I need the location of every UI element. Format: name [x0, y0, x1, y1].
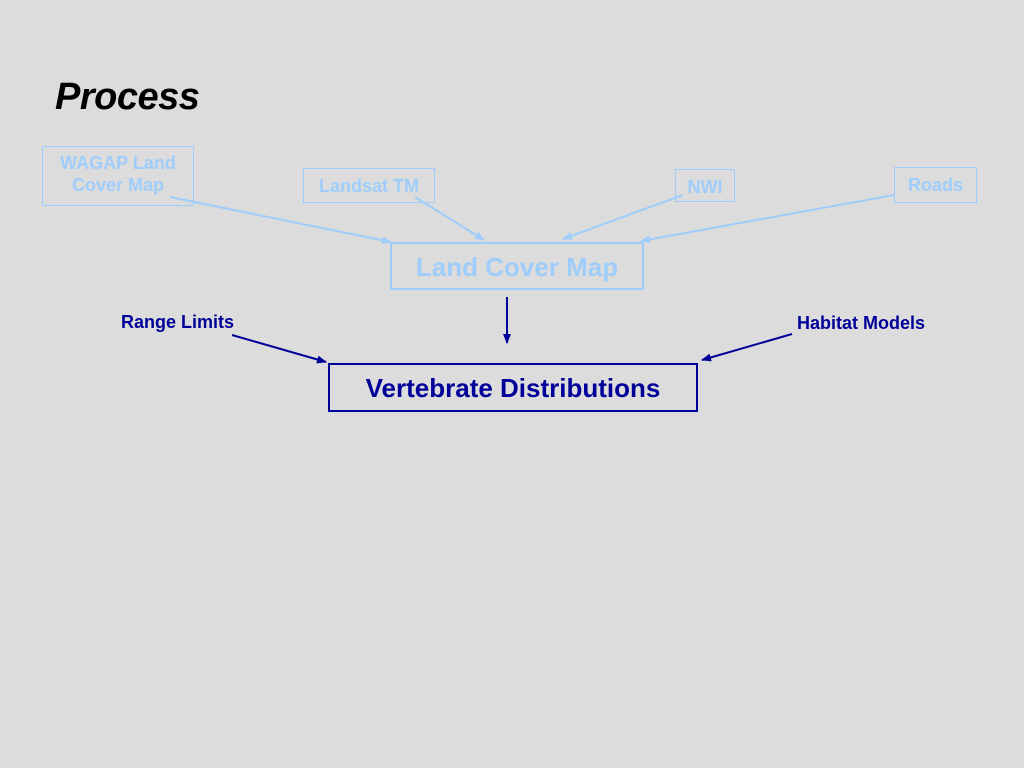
land-cover-map-box: Land Cover Map — [390, 242, 644, 290]
vertebrate-distributions-label: Vertebrate Distributions — [365, 373, 661, 403]
arrow-wagap-to-land-cover — [169, 196, 392, 245]
page-title: Process — [55, 76, 200, 118]
habitat-models-label: Habitat Models — [797, 313, 926, 333]
landsat-tm-label: Landsat TM — [318, 176, 419, 196]
roads-label: Roads — [907, 175, 963, 195]
arrow-roads-to-land-cover — [640, 194, 895, 244]
wagap-land-cover-map-box: WAGAP Land Cover Map — [42, 146, 194, 206]
nwi-label: NWI — [687, 177, 723, 197]
landsat-tm-box: Landsat TM — [303, 168, 435, 203]
arrow-nwi-to-land-cover — [562, 194, 684, 240]
land-cover-map-label: Land Cover Map — [415, 252, 619, 282]
vertebrate-distributions-box: Vertebrate Distributions — [328, 363, 698, 412]
nwi-box: NWI — [675, 169, 735, 202]
arrow-habitat-models-to-vertebrate — [701, 333, 793, 362]
arrow-range-limits-to-vertebrate — [231, 334, 327, 364]
range-limits-label: Range Limits — [121, 312, 235, 332]
wagap-label-line1: WAGAP Land — [60, 153, 176, 173]
wagap-label-line2: Cover Map — [71, 174, 165, 195]
arrow-landsat-to-land-cover — [414, 196, 485, 241]
roads-box: Roads — [894, 167, 977, 203]
